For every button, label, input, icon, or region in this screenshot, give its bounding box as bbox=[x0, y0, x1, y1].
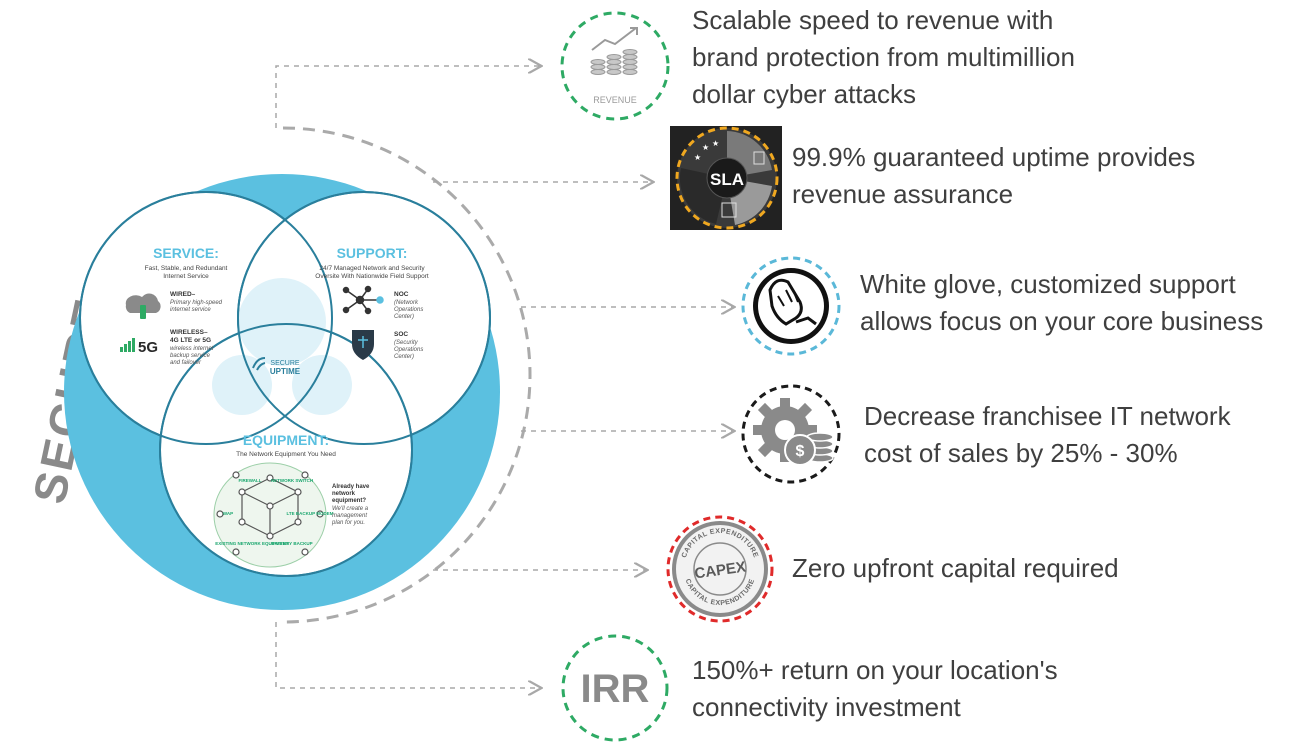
soc-shield-icon bbox=[352, 330, 374, 360]
svg-text:★: ★ bbox=[702, 143, 709, 152]
irr-icon: IRR bbox=[561, 634, 669, 742]
benefit-line: allows focus on your core business bbox=[860, 306, 1264, 336]
wired-desc-1: Primary high-speed bbox=[170, 300, 223, 306]
benefit-line: White glove, customized support bbox=[860, 269, 1236, 299]
cost-gear-icon: $ bbox=[741, 384, 841, 484]
benefit-line: 150%+ return on your location's bbox=[692, 655, 1058, 685]
benefit-line: Zero upfront capital required bbox=[792, 553, 1119, 583]
benefit-text-cost: Decrease franchisee IT network cost of s… bbox=[864, 398, 1231, 472]
noc-desc-3: Center) bbox=[394, 314, 414, 320]
wired-desc-2: internet service bbox=[170, 307, 211, 313]
connector-bottom bbox=[275, 622, 540, 688]
service-subtitle-2: Internet Service bbox=[163, 273, 209, 280]
equipment-note-bold-1: Already have bbox=[332, 484, 370, 490]
node-lte-modem: LTE BACKUP MODEM bbox=[286, 511, 333, 516]
revenue-icon: REVENUE bbox=[560, 11, 670, 121]
benefit-text-support: White glove, customized support allows f… bbox=[860, 266, 1263, 340]
support-subtitle-2: Oversite With Nationwide Field Support bbox=[315, 273, 429, 280]
equipment-title: EQUIPMENT: bbox=[243, 432, 329, 448]
irr-icon-label: IRR bbox=[581, 667, 650, 711]
node-network-switch: NETWORK SWITCH bbox=[271, 478, 313, 483]
equipment-note-bold-2: network bbox=[332, 491, 356, 497]
wireless-sublabel: 4G LTE or 5G bbox=[170, 337, 211, 344]
node-battery-backup: BATTERY BACKUP bbox=[271, 541, 312, 546]
soc-desc-3: Center) bbox=[394, 354, 414, 360]
noc-network-icon bbox=[342, 285, 384, 315]
svg-text:★: ★ bbox=[694, 153, 701, 162]
node-wap: WAP bbox=[223, 511, 233, 516]
benefit-text-revenue: Scalable speed to revenue with brand pro… bbox=[692, 2, 1075, 113]
center-logo-line1: SECURE bbox=[270, 360, 300, 367]
center-logo-line2: UPTIME bbox=[270, 367, 301, 376]
soc-desc-1: (Security bbox=[394, 340, 419, 346]
outer-dashed-arc bbox=[282, 126, 532, 624]
wireless-signal-icon bbox=[120, 338, 135, 352]
equipment-note-italic-2: management bbox=[332, 513, 367, 519]
svg-text:$: $ bbox=[796, 443, 805, 460]
benefit-line: connectivity investment bbox=[692, 692, 961, 722]
secure-uptime-logo-icon bbox=[252, 357, 266, 371]
revenue-icon-label: REVENUE bbox=[593, 95, 637, 105]
soc-label: SOC bbox=[394, 331, 408, 338]
benefit-line: Decrease franchisee IT network bbox=[864, 401, 1231, 431]
svg-text:★: ★ bbox=[712, 139, 719, 148]
benefit-line: 99.9% guaranteed uptime provides bbox=[792, 142, 1196, 172]
noc-desc-2: Operations bbox=[394, 307, 423, 313]
wired-icon bbox=[125, 293, 161, 319]
noc-label: NOC bbox=[394, 291, 409, 298]
equipment-note-bold-3: equipment? bbox=[332, 498, 366, 504]
wireless-desc-3: and failover bbox=[170, 360, 202, 366]
equipment-note-italic-1: We'll create a bbox=[332, 506, 369, 512]
wireless-label: WIRELESS– bbox=[170, 329, 208, 336]
noc-desc-1: (Network bbox=[394, 300, 419, 306]
wireless-desc-2: backup service bbox=[170, 353, 211, 359]
wired-label: WIRED– bbox=[170, 291, 196, 298]
equipment-network-graphic bbox=[213, 462, 327, 568]
service-title: SERVICE: bbox=[153, 245, 219, 261]
connector-top bbox=[275, 66, 540, 128]
benefit-text-uptime: 99.9% guaranteed uptime provides revenue… bbox=[792, 139, 1195, 213]
node-firewall: FIREWALL bbox=[239, 478, 262, 483]
capex-stamp-icon: CAPITAL EXPENDITURE CAPITAL EXPENDITURE … bbox=[666, 515, 774, 623]
benefit-text-capex: Zero upfront capital required bbox=[792, 550, 1119, 587]
benefit-line: brand protection from multimillion bbox=[692, 42, 1075, 72]
benefit-line: revenue assurance bbox=[792, 179, 1014, 209]
node-existing-equipment: EXISTING NETWORK EQUIPMENT bbox=[215, 541, 289, 546]
benefit-line: dollar cyber attacks bbox=[692, 79, 916, 109]
benefit-line: cost of sales by 25% - 30% bbox=[864, 438, 1178, 468]
equipment-note-italic-3: plan for you. bbox=[331, 520, 365, 526]
sla-icon: SLA ★★★ bbox=[670, 126, 782, 230]
benefit-line: Scalable speed to revenue with bbox=[692, 5, 1054, 35]
benefit-text-irr: 150%+ return on your location's connecti… bbox=[692, 652, 1058, 726]
service-subtitle-1: Fast, Stable, and Redundant bbox=[145, 265, 228, 272]
five-g-badge: 5G bbox=[138, 339, 158, 356]
soc-desc-2: Operations bbox=[394, 347, 423, 353]
wireless-desc-1: wireless internet bbox=[170, 346, 214, 352]
sla-icon-label: SLA bbox=[710, 170, 744, 189]
support-hands-icon bbox=[741, 256, 841, 356]
support-subtitle-1: 24/7 Managed Network and Security bbox=[319, 265, 425, 272]
equipment-subtitle: The Network Equipment You Need bbox=[236, 451, 336, 458]
support-title: SUPPORT: bbox=[337, 245, 408, 261]
